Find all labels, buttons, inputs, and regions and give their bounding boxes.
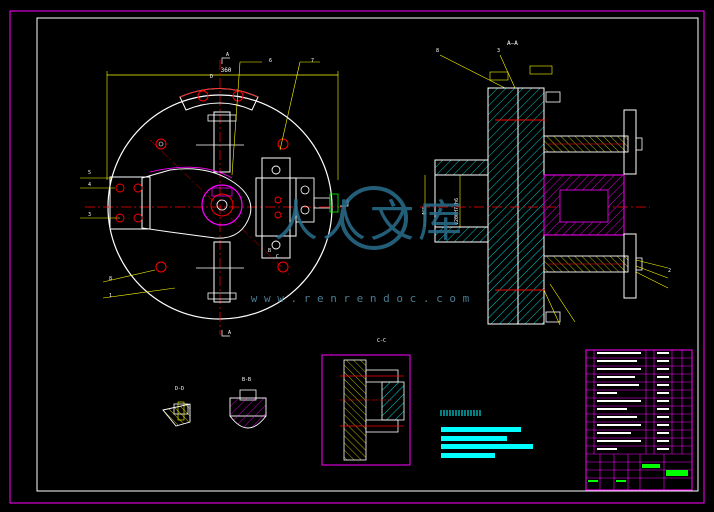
callout-2: 2 bbox=[668, 268, 671, 274]
notes-block bbox=[440, 410, 533, 458]
mark-d: D bbox=[210, 74, 213, 80]
watermark-url: w w w . r e n r e n d o c . c o m bbox=[251, 292, 470, 305]
callout-7: 7 bbox=[311, 58, 314, 64]
main-view: 360 bbox=[80, 52, 349, 337]
detail-views: D-D B-B C-C bbox=[162, 338, 411, 466]
callout-3: 3 bbox=[88, 212, 91, 218]
dim-bore: Φ200H7/h6 bbox=[454, 198, 460, 225]
callout-6: 6 bbox=[269, 58, 272, 64]
mark-a-top: A bbox=[226, 52, 229, 58]
mark-b: B bbox=[268, 248, 271, 254]
label-section-cc: C-C bbox=[377, 338, 386, 344]
label-section-aa: A—A bbox=[507, 40, 518, 47]
dim-top-width: 360 bbox=[221, 67, 232, 74]
watermark-glyphs: 人人文库 bbox=[274, 196, 466, 247]
callout-1: 1 bbox=[109, 293, 112, 299]
section-cc bbox=[321, 354, 411, 466]
title-block bbox=[585, 349, 693, 491]
callout-8b: 8 bbox=[436, 48, 439, 54]
callout-4: 4 bbox=[88, 182, 91, 188]
label-view-b: B-B bbox=[242, 377, 251, 383]
label-view-d: D-D bbox=[175, 386, 184, 392]
workpiece-outline bbox=[141, 168, 252, 239]
watermark: 人人文库 w w w . r e n r e n d o c . c o m bbox=[251, 186, 470, 305]
outer-frame bbox=[9, 10, 705, 504]
section-aa-view: A—A 8 3 Φ65 Φ200H7/h6 bbox=[420, 40, 671, 326]
callout-8: 8 bbox=[109, 276, 112, 282]
mark-a-bottom: A bbox=[228, 330, 231, 336]
dim-left: Φ65 bbox=[422, 206, 428, 215]
mark-c: C bbox=[276, 254, 279, 260]
callout-5: 5 bbox=[88, 170, 91, 176]
inner-frame bbox=[36, 17, 699, 492]
callout-3b: 3 bbox=[497, 48, 500, 54]
